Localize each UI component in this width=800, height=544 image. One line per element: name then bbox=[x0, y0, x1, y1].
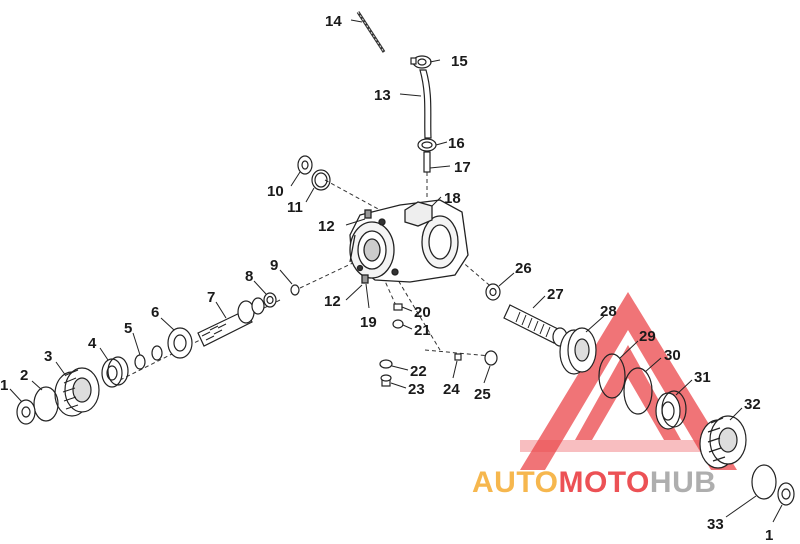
part-4-bearing bbox=[101, 356, 129, 388]
part-30-washer bbox=[623, 367, 653, 415]
part-3-coupler bbox=[54, 367, 100, 417]
callout-6: 6 bbox=[151, 304, 159, 321]
callout-21: 21 bbox=[414, 322, 431, 339]
part-1-seal-right bbox=[777, 482, 795, 506]
callout-31: 31 bbox=[694, 369, 711, 386]
callout-5: 5 bbox=[124, 320, 132, 337]
callout-18: 18 bbox=[444, 190, 461, 207]
callout-12-lower: 12 bbox=[324, 293, 341, 310]
callout-11: 11 bbox=[287, 199, 303, 216]
part-33-washer bbox=[751, 464, 777, 500]
part-26-seal bbox=[485, 283, 501, 301]
callout-30: 30 bbox=[664, 347, 681, 364]
part-13-vent-hose bbox=[419, 69, 432, 139]
part-16-clamp bbox=[417, 138, 437, 152]
callout-7: 7 bbox=[207, 289, 215, 306]
callout-16: 16 bbox=[448, 135, 465, 152]
part-29-spacer bbox=[598, 353, 626, 399]
part-32-coupler bbox=[699, 415, 747, 469]
callout-1-left: 1 bbox=[0, 377, 8, 394]
part-27-output-shaft bbox=[503, 304, 568, 347]
callout-26: 26 bbox=[515, 260, 532, 277]
callout-4: 4 bbox=[88, 335, 97, 352]
part-7-input-shaft bbox=[197, 297, 265, 347]
part-25-washer bbox=[484, 350, 498, 366]
part-11-o-ring bbox=[311, 169, 331, 191]
callout-13: 13 bbox=[374, 87, 391, 104]
callout-15: 15 bbox=[451, 53, 468, 70]
watermark-text: AUTOMOTOHUB bbox=[472, 466, 716, 499]
part-28-ring-gear bbox=[559, 327, 597, 375]
part-10-seal bbox=[297, 155, 313, 175]
svg-text:AUTOMOTOHUB: AUTOMOTOHUB bbox=[472, 466, 716, 499]
callout-24: 24 bbox=[443, 381, 460, 398]
part-23-fill-plug bbox=[380, 374, 392, 387]
part-15-clamp bbox=[410, 55, 432, 69]
watermark-moto: MOTO bbox=[558, 466, 649, 499]
part-14-dipstick bbox=[356, 11, 386, 53]
callout-14: 14 bbox=[325, 13, 342, 30]
part-24-bolt bbox=[454, 353, 462, 361]
watermark-auto: AUTO bbox=[472, 466, 558, 499]
part-2-washer bbox=[33, 386, 59, 422]
callout-27: 27 bbox=[547, 286, 564, 303]
leader-lines bbox=[9, 19, 783, 523]
part-9-seal-ring bbox=[290, 284, 300, 296]
part-18-gear-housing bbox=[349, 199, 469, 284]
callout-8: 8 bbox=[245, 268, 253, 285]
part-8-bearing bbox=[263, 292, 277, 308]
callout-19: 19 bbox=[360, 314, 377, 331]
callout-3: 3 bbox=[44, 348, 52, 365]
callout-32: 32 bbox=[744, 396, 761, 413]
callout-33: 33 bbox=[707, 516, 724, 533]
callout-22: 22 bbox=[410, 363, 427, 380]
part-1-seal-left bbox=[16, 399, 36, 425]
part-6-seal bbox=[167, 327, 193, 359]
callout-labels: 1 2 3 4 5 6 7 8 9 10 11 12 12 13 14 15 1… bbox=[0, 13, 773, 544]
callout-28: 28 bbox=[600, 303, 617, 320]
watermark-hub: HUB bbox=[650, 466, 717, 499]
callout-9: 9 bbox=[270, 257, 278, 274]
callout-10: 10 bbox=[267, 183, 284, 200]
callout-25: 25 bbox=[474, 386, 491, 403]
part-21-washer bbox=[392, 319, 404, 329]
callout-1-right: 1 bbox=[765, 527, 773, 544]
callout-23: 23 bbox=[408, 381, 425, 398]
part-5-snap-rings bbox=[134, 345, 163, 370]
part-31-bearing bbox=[655, 390, 687, 430]
callout-12-upper: 12 bbox=[318, 218, 335, 235]
part-20-drain-plug bbox=[393, 303, 403, 311]
callout-20: 20 bbox=[414, 304, 431, 321]
callout-29: 29 bbox=[639, 328, 656, 345]
part-22-washer bbox=[379, 359, 393, 369]
callout-17: 17 bbox=[454, 159, 471, 176]
part-17-vent-fitting bbox=[423, 151, 431, 173]
callout-2: 2 bbox=[20, 367, 28, 384]
